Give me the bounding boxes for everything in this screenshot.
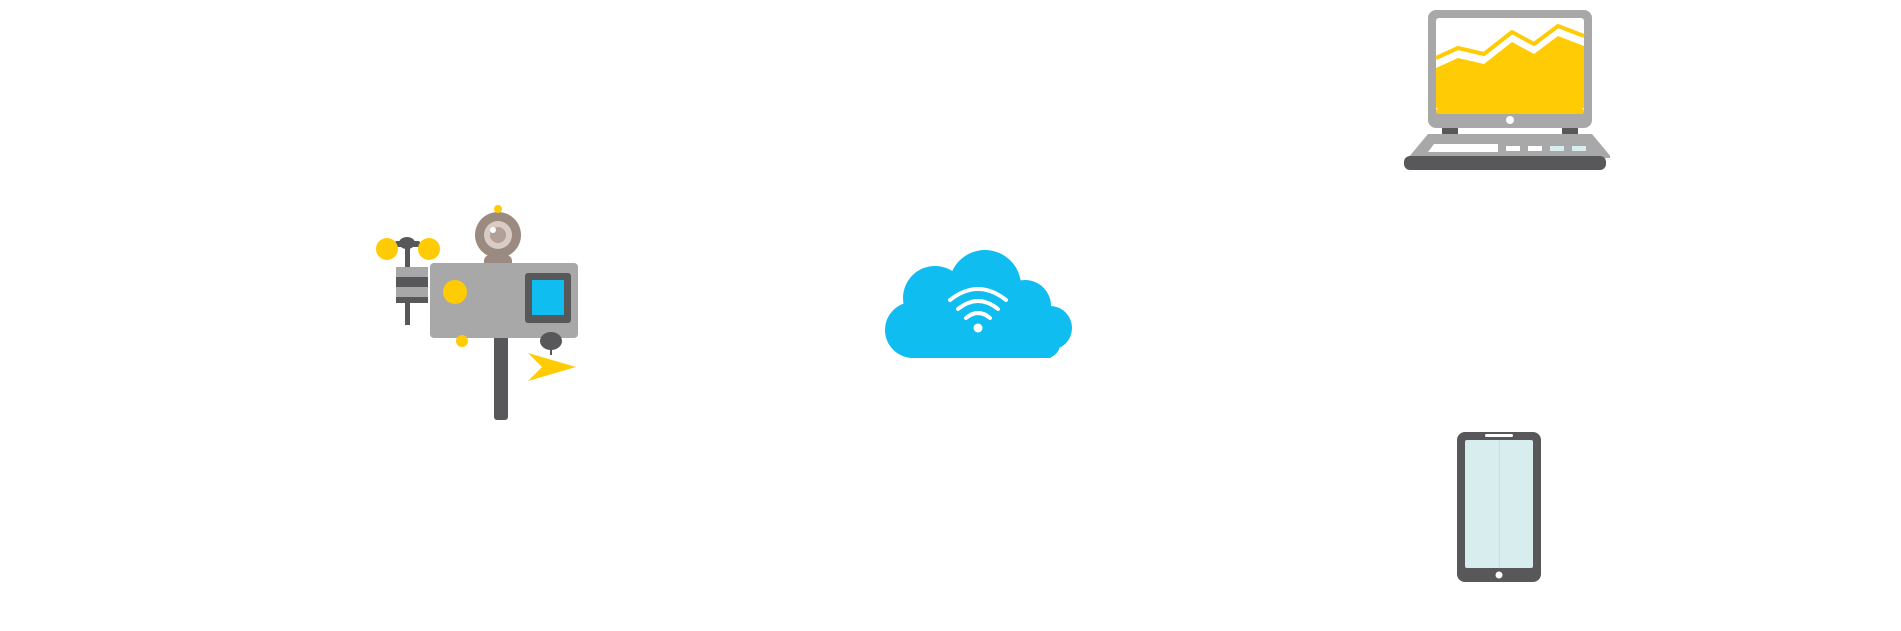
wifi-cloud-icon (880, 248, 1080, 363)
weather-station-icon (370, 195, 590, 425)
laptop-chart-icon (1400, 8, 1610, 178)
smartphone-icon (1455, 430, 1545, 585)
